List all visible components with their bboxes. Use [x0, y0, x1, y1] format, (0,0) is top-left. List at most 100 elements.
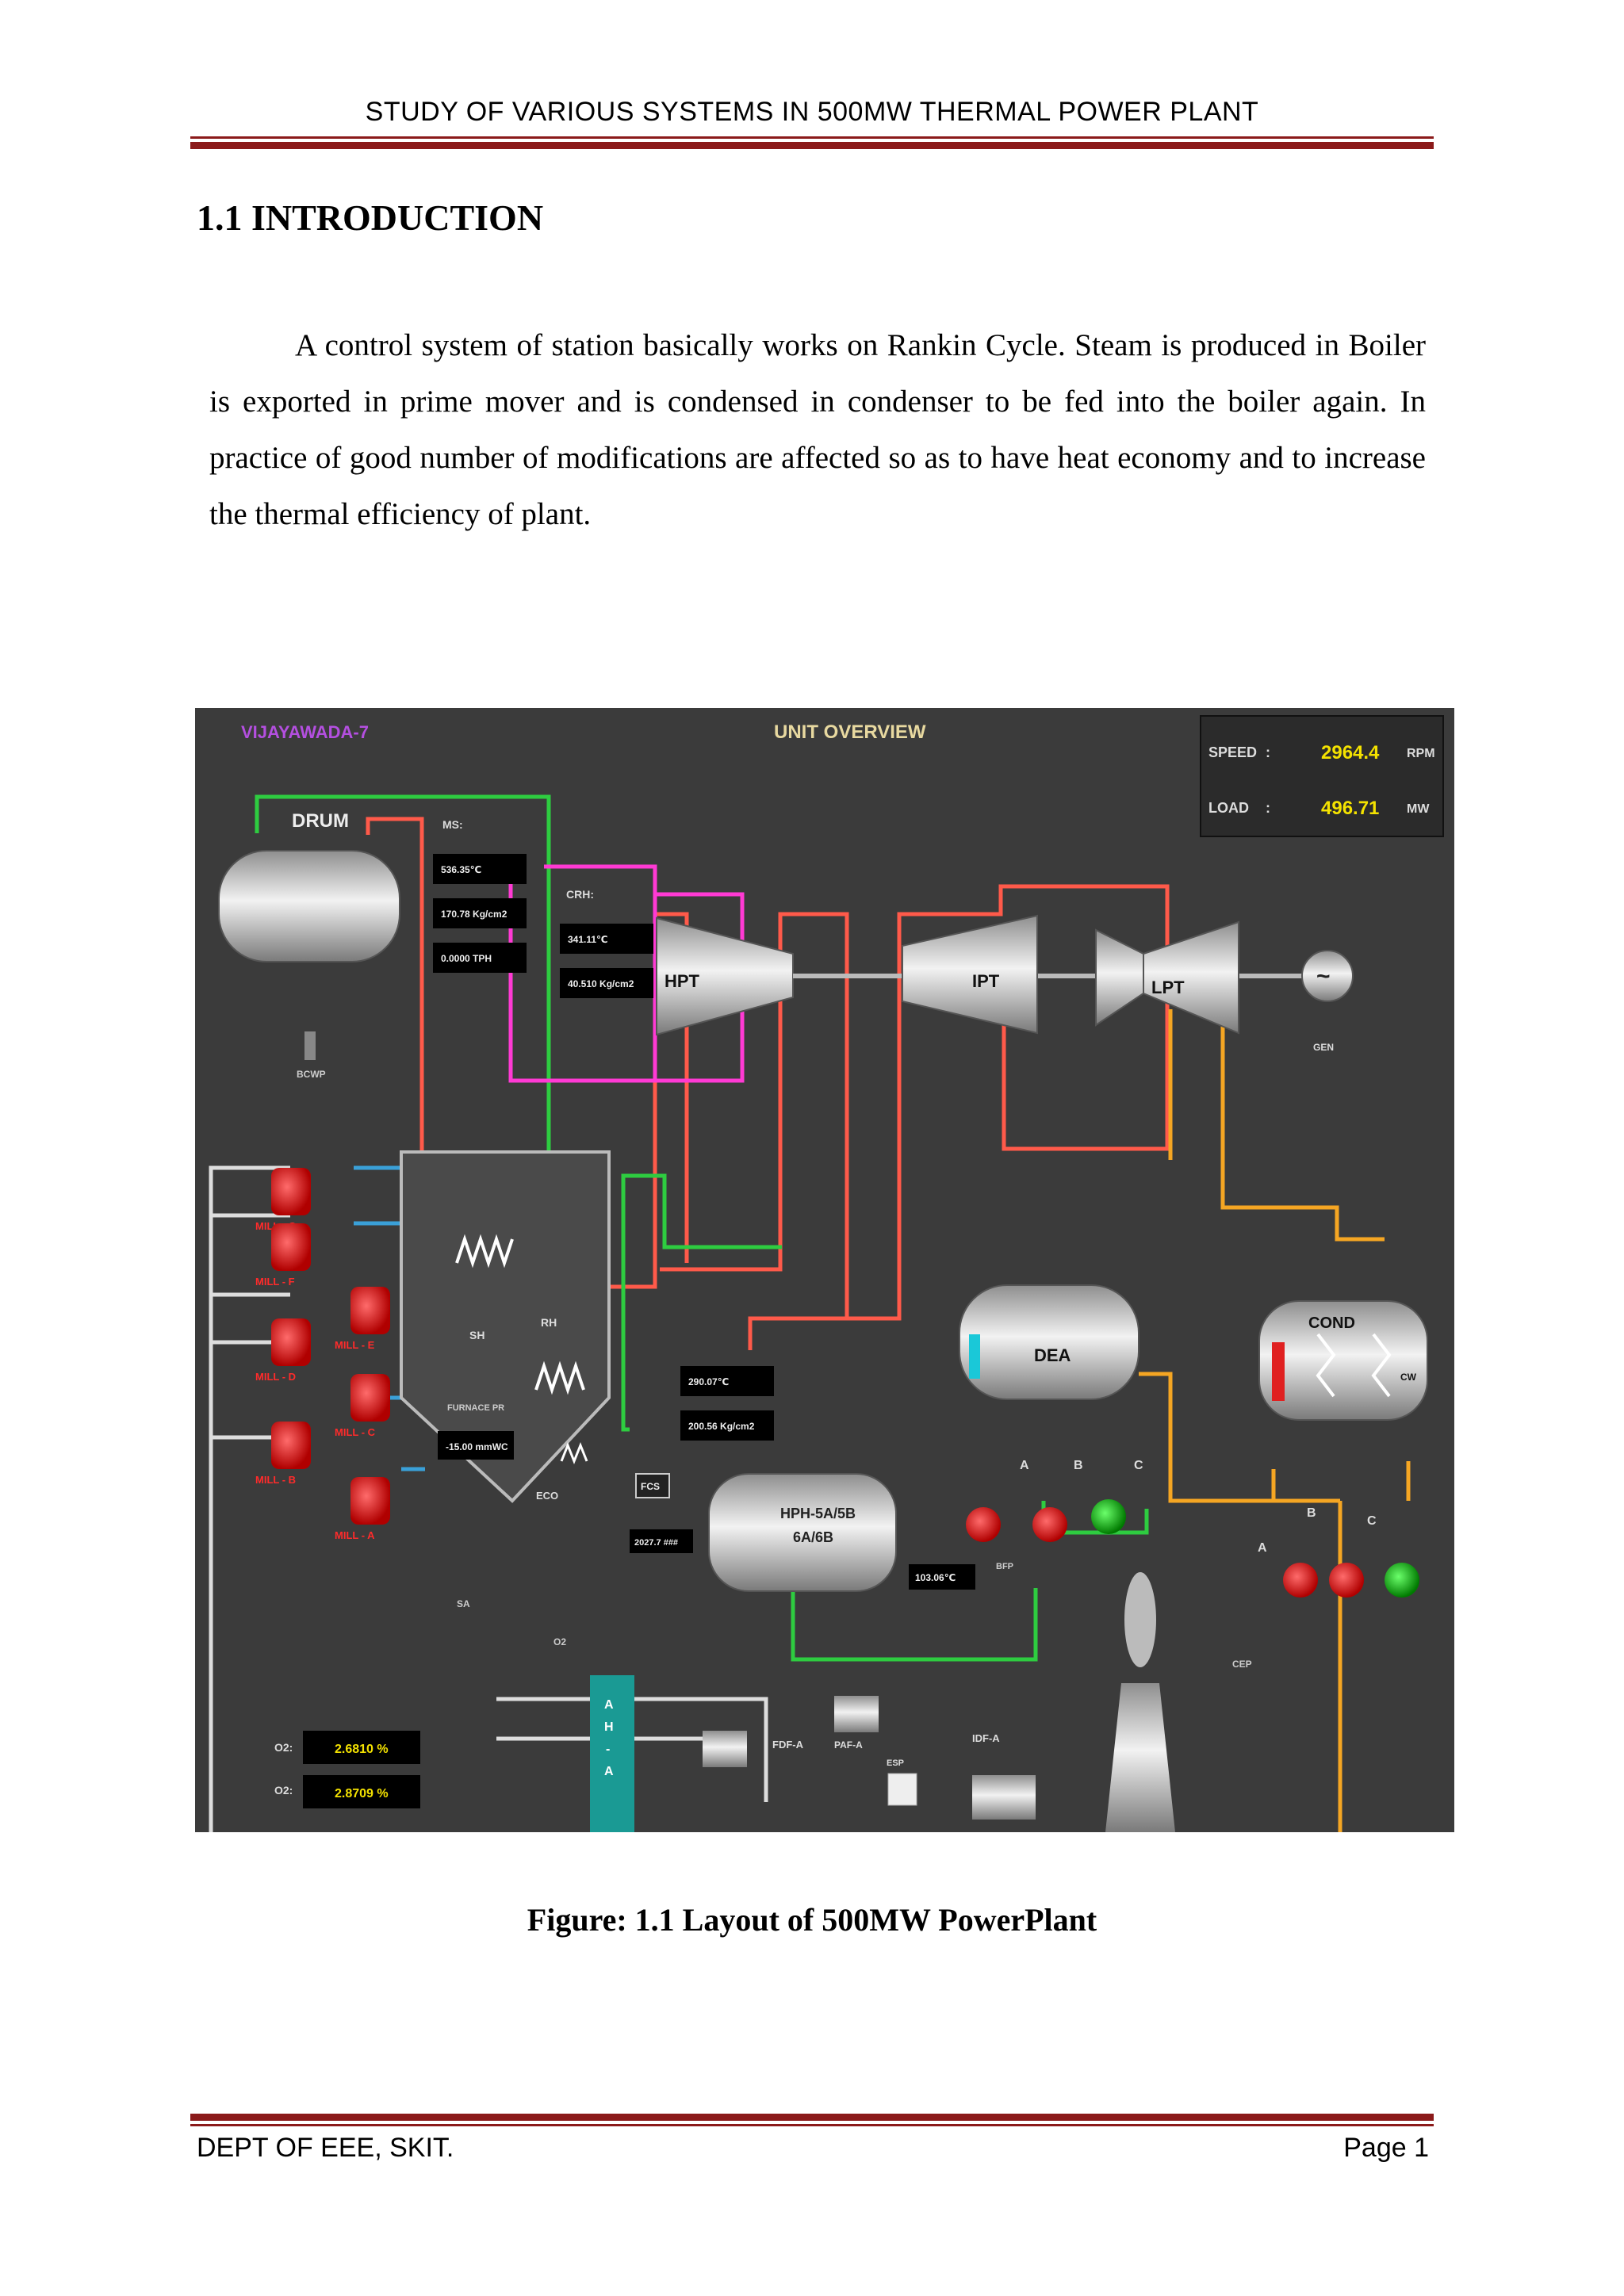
- crh-label: CRH:: [566, 888, 594, 901]
- speed-unit: RPM: [1407, 747, 1435, 760]
- bcwp-label: BCWP: [297, 1069, 326, 1080]
- fcs-box: [635, 1473, 670, 1498]
- svg-text:-: -: [606, 1743, 610, 1756]
- cond-label: COND: [1308, 1314, 1355, 1332]
- crh-readings: 341.11℃40.510 Kg/cm2: [560, 924, 653, 998]
- footer-page-number: Page 1: [1343, 2133, 1429, 2163]
- intro-paragraph: A control system of station basically wo…: [209, 328, 1426, 531]
- mill-label: MILL - D: [255, 1371, 296, 1383]
- drum-vessel: [218, 850, 400, 962]
- svg-text:A: A: [604, 1765, 614, 1778]
- o2-value-2: 2.8709 %: [335, 1787, 389, 1800]
- ipt-label: IPT: [972, 971, 1000, 991]
- o2-box-1: [303, 1731, 420, 1764]
- cond-level: [1272, 1342, 1285, 1401]
- coal-mill: [271, 1318, 311, 1366]
- furnace-reading-box: [438, 1431, 514, 1460]
- speed-load-panel: [1200, 715, 1444, 837]
- ms-reading: 0.0000 TPH: [441, 953, 492, 964]
- hp-heater: [708, 1473, 897, 1592]
- mid-reading-box: [680, 1410, 774, 1441]
- furnace: [400, 1150, 611, 1503]
- mill-label: MILL - A: [335, 1529, 375, 1541]
- mill-label: MILL - E: [335, 1339, 375, 1351]
- smoke: [1124, 1572, 1156, 1667]
- o2-row2-label: O2:: [274, 1784, 293, 1797]
- hph-label-2: 6A/6B: [793, 1529, 833, 1545]
- bfp-b-label: B: [1074, 1459, 1083, 1472]
- bfp-label: BFP: [996, 1562, 1013, 1571]
- fdf-label: FDF-A: [772, 1739, 804, 1751]
- eco-label: ECO: [536, 1490, 558, 1502]
- gen-label: GEN: [1313, 1042, 1334, 1053]
- o2-row1-label: O2:: [274, 1741, 293, 1754]
- bcwp-pump: [304, 1031, 316, 1060]
- ms-label: MS:: [442, 818, 463, 831]
- mill-label: MILL - C: [335, 1426, 376, 1438]
- bfp-a-pump: [966, 1507, 1001, 1542]
- idf-a-fan: [972, 1775, 1036, 1820]
- lp-turbine: [1143, 920, 1239, 1035]
- hp-turbine: [656, 916, 794, 1036]
- esp-label: ESP: [887, 1758, 904, 1768]
- fcs-reading: 2027.7 ###: [634, 1538, 678, 1548]
- dea-label: DEA: [1034, 1345, 1071, 1365]
- footer-rule: [190, 2114, 1434, 2126]
- coal-mill: [271, 1422, 311, 1469]
- crh-reading-box: [560, 924, 653, 954]
- station-label: VIJAYAWADA-7: [241, 722, 369, 742]
- furnace-reading: -15.00 mmWC: [446, 1441, 508, 1452]
- mid-reading: 200.56 Kg/cm2: [688, 1421, 755, 1432]
- bfp-a-label: A: [1020, 1459, 1029, 1472]
- cep-pumps: A B C CEP: [1232, 1506, 1419, 1670]
- svg-text:H: H: [604, 1720, 614, 1734]
- fcs-reading-box: [630, 1529, 693, 1553]
- o2-value-1: 2.6810 %: [335, 1743, 389, 1756]
- cep-b-pump: [1329, 1563, 1364, 1598]
- coal-mill: [271, 1168, 311, 1215]
- cw-label: CW: [1400, 1372, 1417, 1383]
- speed-value: 2964.4: [1321, 742, 1380, 763]
- load-unit: MW: [1407, 802, 1430, 816]
- lpt-label: LPT: [1151, 978, 1185, 997]
- cep-c-label: C: [1367, 1514, 1377, 1528]
- screen-title: UNIT OVERVIEW: [774, 721, 926, 743]
- cep-label: CEP: [1232, 1659, 1252, 1670]
- paf-a-fan: [834, 1696, 879, 1732]
- plant-layout-figure: VIJAYAWADA-7 UNIT OVERVIEW SPEED : 2964.…: [195, 708, 1454, 1832]
- svg-text:A: A: [604, 1698, 614, 1712]
- coal-mill: [350, 1374, 390, 1422]
- speed-label: SPEED: [1208, 744, 1257, 760]
- mid-reading: 290.07℃: [688, 1376, 729, 1387]
- hph-reading: 103.06℃: [915, 1572, 956, 1583]
- generator: [1301, 950, 1354, 1002]
- chimney: [1105, 1683, 1175, 1832]
- fcs-label: FCS: [641, 1481, 660, 1492]
- deaerator: [959, 1284, 1139, 1400]
- coal-mill: [271, 1223, 311, 1271]
- mill-label: MILL - F: [255, 1276, 295, 1288]
- air-heater: [590, 1675, 634, 1832]
- section-heading: 1.1 INTRODUCTION: [197, 197, 544, 238]
- hpt-label: HPT: [665, 971, 700, 991]
- bfp-c-pump: [1091, 1499, 1126, 1534]
- load-value: 496.71: [1321, 798, 1379, 819]
- crh-reading-box: [560, 968, 653, 998]
- paf-label: PAF-A: [834, 1739, 863, 1751]
- cep-b-label: B: [1307, 1506, 1316, 1520]
- dea-level: [969, 1334, 980, 1379]
- footer-dept: DEPT OF EEE, SKIT.: [197, 2133, 454, 2163]
- idf-label: IDF-A: [972, 1732, 1000, 1744]
- cep-a-pump: [1283, 1563, 1318, 1598]
- sh-label: SH: [469, 1329, 485, 1341]
- ms-reading-box: [433, 943, 527, 973]
- o2-label: O2: [553, 1636, 566, 1647]
- hph-reading-box: [909, 1564, 975, 1590]
- ms-reading-box: [433, 898, 527, 928]
- coal-mill: [350, 1477, 390, 1525]
- sa-label: SA: [457, 1598, 470, 1609]
- cep-c-pump: [1385, 1563, 1419, 1598]
- svg-text:~: ~: [1316, 963, 1331, 989]
- furnace-label: FURNACE PR: [447, 1403, 504, 1413]
